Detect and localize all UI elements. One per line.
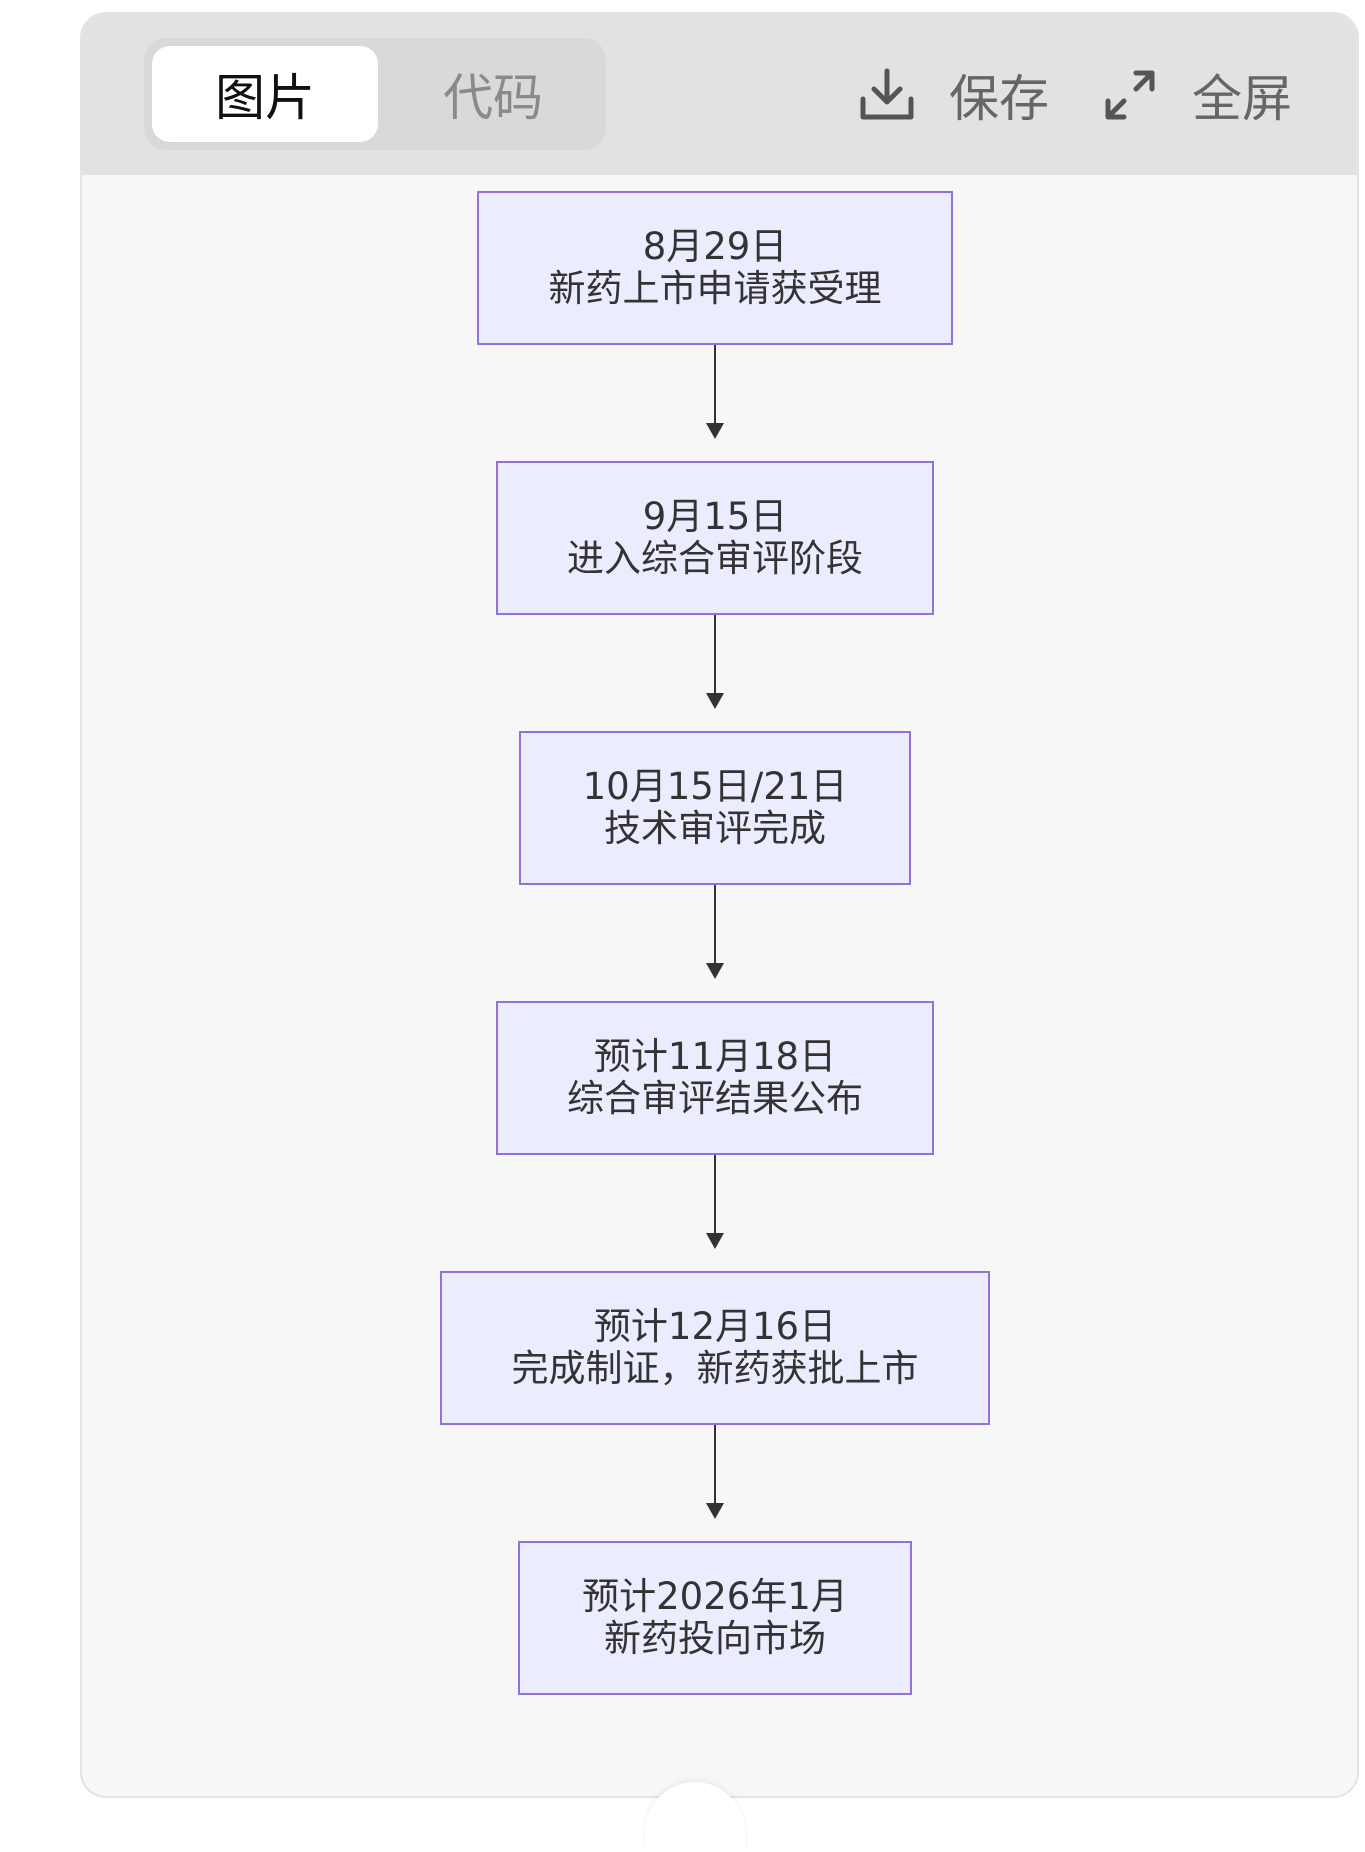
arrowhead [706, 963, 724, 979]
tab-code[interactable]: 代码 [443, 69, 543, 127]
arrowhead [706, 693, 724, 709]
node-event: 新药投向市场 [604, 1617, 826, 1660]
fullscreen-label: 全屏 [1192, 69, 1292, 128]
node-event: 新药上市申请获受理 [548, 267, 882, 310]
expand-icon [1100, 65, 1160, 125]
node-date: 预计11月18日 [593, 1035, 837, 1078]
arrowhead [706, 1233, 724, 1249]
flow-node-technical-review: 10月15日/21日 技术审评完成 [519, 731, 911, 885]
node-date: 预计12月16日 [593, 1305, 837, 1348]
node-date: 9月15日 [642, 495, 788, 538]
diagram-card: 图片 代码 保存 全屏 [80, 12, 1359, 1798]
save-label: 保存 [949, 69, 1049, 128]
flow-node-application-accepted: 8月29日 新药上市申请获受理 [477, 191, 953, 345]
node-date: 8月29日 [642, 225, 788, 268]
arrowhead [706, 423, 724, 439]
node-event: 完成制证，新药获批上市 [511, 1347, 919, 1390]
flow-node-result-announcement: 预计11月18日 综合审评结果公布 [496, 1001, 934, 1155]
flowchart-edges [706, 345, 724, 1519]
view-segmented-control: 图片 代码 [144, 38, 606, 150]
download-icon [857, 65, 917, 125]
tab-image[interactable]: 图片 [152, 46, 378, 142]
node-event: 进入综合审评阶段 [567, 537, 863, 580]
toolbar: 图片 代码 保存 全屏 [82, 14, 1357, 175]
flow-node-approval: 预计12月16日 完成制证，新药获批上市 [440, 1271, 990, 1425]
flow-node-comprehensive-review: 9月15日 进入综合审评阶段 [496, 461, 934, 615]
node-date: 预计2026年1月 [582, 1575, 848, 1618]
arrowhead [706, 1503, 724, 1519]
fullscreen-button[interactable]: 全屏 [1100, 14, 1292, 175]
node-date: 10月15日/21日 [582, 765, 848, 808]
flowchart: 8月29日 新药上市申请获受理 9月15日 进入综合审评阶段 10月15日/21… [82, 175, 1357, 1796]
flow-node-market-launch: 预计2026年1月 新药投向市场 [518, 1541, 912, 1695]
save-button[interactable]: 保存 [857, 14, 1049, 175]
node-event: 技术审评完成 [604, 807, 826, 850]
node-event: 综合审评结果公布 [567, 1077, 863, 1120]
